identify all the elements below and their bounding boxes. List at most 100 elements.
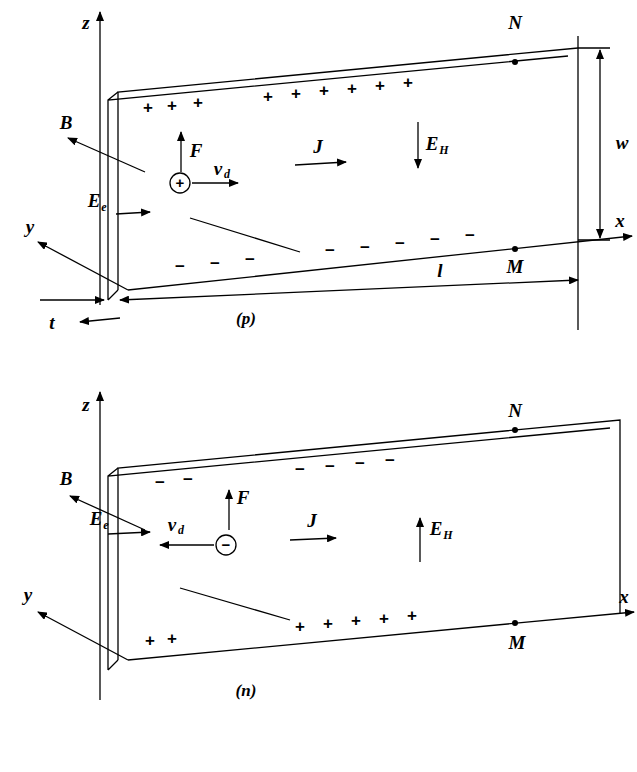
field-label: B bbox=[60, 469, 73, 488]
charge-sign: − bbox=[325, 242, 335, 259]
point-m bbox=[512, 620, 518, 626]
charge-sign: + bbox=[167, 629, 177, 646]
plate-front bbox=[118, 48, 578, 290]
charge-sign: + bbox=[403, 74, 413, 91]
charge-sign: + bbox=[379, 609, 389, 626]
charge-sign: + bbox=[193, 94, 203, 111]
z-axis bbox=[99, 12, 100, 305]
plate-back bbox=[108, 428, 610, 670]
panel-label: (p) bbox=[236, 310, 256, 327]
charge-sign: − bbox=[385, 451, 395, 468]
width-dimension bbox=[599, 50, 600, 238]
point-n bbox=[512, 427, 518, 433]
axis-label: y bbox=[24, 585, 32, 604]
charge-sign: + bbox=[323, 615, 333, 632]
dimension-label: l bbox=[437, 261, 442, 280]
axis-label: z bbox=[82, 13, 89, 32]
field-b-arrow bbox=[68, 138, 145, 172]
subscript: e bbox=[101, 201, 106, 213]
plate-back bbox=[108, 56, 568, 300]
subscript: H bbox=[439, 144, 448, 156]
charge-sign: + bbox=[319, 82, 329, 99]
point-label: M bbox=[507, 257, 524, 276]
charge-sign: − bbox=[175, 258, 185, 275]
charge-sign: + bbox=[143, 99, 153, 116]
field-e-arrow bbox=[116, 212, 150, 214]
z-axis bbox=[99, 392, 100, 700]
current-arrow bbox=[290, 538, 336, 540]
point-n bbox=[512, 59, 518, 65]
charge-sign: + bbox=[145, 631, 155, 648]
axis-line bbox=[190, 218, 300, 252]
axis-label: x bbox=[619, 587, 629, 606]
length-dimension bbox=[120, 280, 578, 300]
charge-carrier: + bbox=[169, 172, 191, 194]
point-label: N bbox=[508, 13, 522, 32]
charge-sign: − bbox=[210, 254, 220, 271]
charge-sign: − bbox=[245, 250, 255, 267]
field-label: B bbox=[60, 113, 73, 132]
current-label: J bbox=[307, 511, 317, 530]
field-label: E bbox=[88, 191, 101, 210]
axis-line bbox=[180, 588, 290, 620]
thickness-arrow bbox=[40, 299, 104, 300]
hall-field-arrow bbox=[417, 122, 418, 168]
dimension-label: w bbox=[616, 133, 629, 152]
charge-sign: + bbox=[347, 79, 357, 96]
point-label: M bbox=[509, 633, 526, 652]
velocity-label: v bbox=[168, 515, 176, 534]
charge-sign: − bbox=[430, 231, 440, 248]
charge-sign: + bbox=[263, 87, 273, 104]
charge-sign: + bbox=[295, 617, 305, 634]
velocity-label: v bbox=[214, 159, 222, 178]
charge-sign: − bbox=[295, 460, 305, 477]
plate-edge bbox=[577, 36, 578, 330]
current-arrow bbox=[295, 162, 346, 165]
force-arrow bbox=[228, 490, 229, 530]
charge-sign: − bbox=[360, 238, 370, 255]
charge-sign: + bbox=[351, 612, 361, 629]
charge-sign: + bbox=[291, 84, 301, 101]
thickness-arrow bbox=[80, 318, 120, 322]
drift-arrow bbox=[192, 182, 238, 183]
charge-sign: − bbox=[155, 473, 165, 490]
charge-sign: − bbox=[395, 234, 405, 251]
y-axis bbox=[38, 242, 128, 290]
field-b-arrow bbox=[70, 496, 145, 530]
charge-sign: + bbox=[169, 172, 191, 194]
x-axis bbox=[128, 236, 632, 290]
charge-carrier: − bbox=[215, 534, 237, 556]
point-m bbox=[512, 246, 518, 252]
subscript: d bbox=[178, 524, 184, 536]
dimension-label: t bbox=[49, 313, 54, 332]
charge-sign: + bbox=[407, 607, 417, 624]
hall-field-arrow bbox=[419, 518, 420, 562]
extension-line bbox=[578, 48, 610, 240]
current-label: J bbox=[313, 137, 323, 156]
subscript: e bbox=[103, 519, 108, 531]
field-label: E bbox=[90, 509, 103, 528]
panel-label: (n) bbox=[236, 682, 257, 699]
force-arrow bbox=[180, 132, 181, 172]
point-label: N bbox=[508, 401, 522, 420]
plate-front bbox=[118, 420, 620, 660]
axis-label: z bbox=[82, 395, 89, 414]
subscript: d bbox=[224, 168, 230, 180]
charge-sign: − bbox=[215, 534, 237, 556]
force-label: F bbox=[237, 488, 250, 507]
force-label: F bbox=[190, 141, 203, 160]
charge-sign: − bbox=[325, 457, 335, 474]
subscript: H bbox=[443, 529, 452, 541]
axis-label: x bbox=[615, 211, 625, 230]
charge-sign: − bbox=[183, 471, 193, 488]
charge-sign: − bbox=[465, 227, 475, 244]
charge-sign: + bbox=[375, 76, 385, 93]
drift-arrow bbox=[160, 544, 214, 545]
field-e-arrow bbox=[108, 532, 150, 534]
charge-sign: + bbox=[167, 96, 177, 113]
field-label: E bbox=[430, 519, 443, 538]
charge-sign: − bbox=[355, 454, 365, 471]
axis-label: y bbox=[26, 217, 34, 236]
